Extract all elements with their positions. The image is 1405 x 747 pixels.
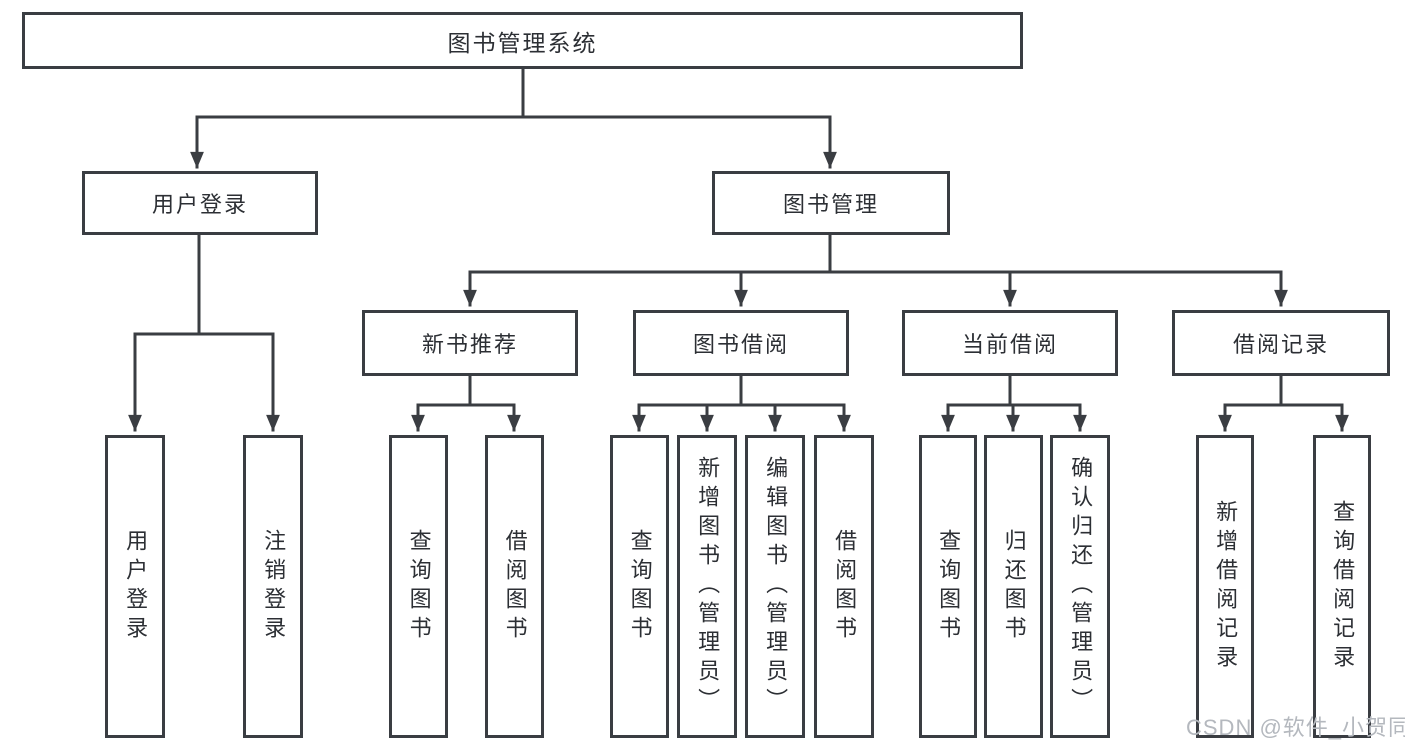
leaf-query-book-current: 查询图书 <box>919 435 977 738</box>
node-label: 查询图书 <box>627 528 653 645</box>
leaf-edit-book-admin: 编辑图书（管理员） <box>745 435 805 738</box>
node-label: 确认归还（管理员） <box>1068 456 1094 717</box>
node-user-login: 用户登录 <box>82 171 318 235</box>
node-label: 新增借阅记录 <box>1213 499 1239 674</box>
node-label: 注销登录 <box>261 528 287 645</box>
node-root-system: 图书管理系统 <box>22 12 1023 69</box>
leaf-query-book-borrowing: 查询图书 <box>610 435 669 738</box>
node-book-borrowing: 图书借阅 <box>633 310 849 376</box>
leaf-query-book-recommend: 查询图书 <box>389 435 448 738</box>
node-label: 用户登录 <box>123 528 149 645</box>
node-label: 图书管理系统 <box>447 29 598 56</box>
node-label: 借阅图书 <box>502 528 528 645</box>
leaf-borrow-book-recommend: 借阅图书 <box>485 435 544 738</box>
node-label: 图书管理 <box>782 192 879 217</box>
node-label: 归还图书 <box>1001 528 1027 645</box>
leaf-query-borrow-record: 查询借阅记录 <box>1313 435 1371 738</box>
leaf-logout: 注销登录 <box>243 435 303 738</box>
node-label: 编辑图书（管理员） <box>763 456 789 717</box>
node-label: 查询借阅记录 <box>1330 499 1356 674</box>
node-label: 新增图书（管理员） <box>695 456 721 717</box>
node-book-management: 图书管理 <box>712 171 950 235</box>
leaf-return-book: 归还图书 <box>984 435 1043 738</box>
node-label: 新书推荐 <box>421 332 518 357</box>
node-label: 借阅记录 <box>1232 332 1329 357</box>
watermark: CSDN @软件_小贺同学 <box>1186 715 1405 740</box>
node-label: 查询图书 <box>936 528 962 645</box>
node-label: 借阅图书 <box>832 528 858 645</box>
node-label: 图书借阅 <box>692 332 789 357</box>
node-label: 用户登录 <box>151 192 248 217</box>
node-borrowing-records: 借阅记录 <box>1172 310 1390 376</box>
node-new-book-recommendation: 新书推荐 <box>362 310 578 376</box>
leaf-borrow-book: 借阅图书 <box>814 435 874 738</box>
node-label: 当前借阅 <box>961 332 1058 357</box>
node-label: 查询图书 <box>406 528 432 645</box>
leaf-add-book-admin: 新增图书（管理员） <box>677 435 737 738</box>
leaf-confirm-return-admin: 确认归还（管理员） <box>1050 435 1110 738</box>
leaf-add-borrow-record: 新增借阅记录 <box>1196 435 1254 738</box>
node-current-borrowing: 当前借阅 <box>902 310 1118 376</box>
leaf-user-login: 用户登录 <box>105 435 165 738</box>
